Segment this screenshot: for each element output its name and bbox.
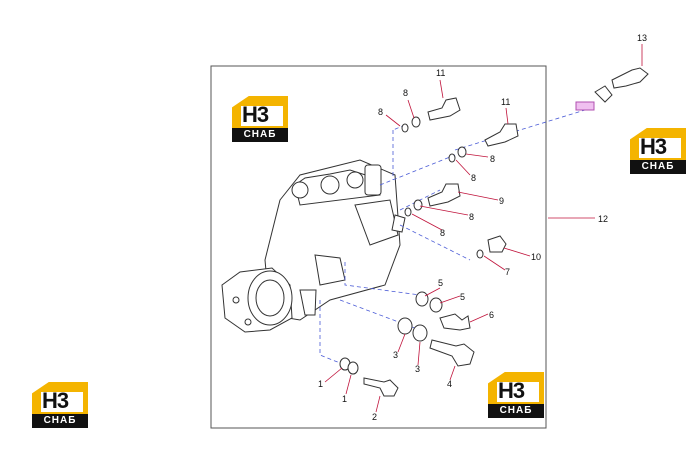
callout-2: 2 — [372, 412, 377, 422]
callout-11: 11 — [501, 97, 510, 107]
part-3-washer — [412, 324, 428, 342]
part-13-thread — [575, 101, 595, 111]
part-11-bolt-right — [484, 123, 519, 147]
watermark-logo: H3 CHAБ — [630, 116, 690, 174]
callout-4: 4 — [447, 379, 452, 389]
part-7-washer — [476, 249, 484, 259]
logo-inner — [241, 106, 283, 126]
callout-labels: 11 8 8 11 8 8 9 8 8 10 7 5 5 6 3 3 4 1 1… — [318, 33, 647, 422]
callout-5: 5 — [438, 278, 443, 288]
logo-inner — [497, 382, 539, 402]
callout-10: 10 — [531, 252, 541, 262]
leader-lines — [324, 44, 643, 413]
part-5-washer — [415, 291, 429, 307]
part-8-washer — [448, 153, 456, 163]
logo-mark: H3 — [242, 102, 269, 127]
logo-text: CHAБ — [630, 160, 686, 174]
callout-7: 7 — [505, 267, 510, 277]
callout-3: 3 — [415, 364, 420, 374]
watermark-logo: H3 CHAБ — [32, 370, 92, 428]
callout-8: 8 — [471, 173, 476, 183]
part-6-bolt — [439, 313, 471, 331]
callout-8: 8 — [403, 88, 408, 98]
part-3-washer — [397, 317, 413, 335]
callout-8: 8 — [440, 228, 445, 238]
callout-8: 8 — [490, 154, 495, 164]
watermark-logo: H3 CHAБ — [488, 360, 548, 418]
part-13-sensor — [611, 67, 649, 89]
part-8-washer — [401, 123, 409, 133]
logo-mark: H3 — [42, 388, 69, 413]
watermark-logo: H3 CHAБ — [232, 84, 292, 142]
hardware-parts — [339, 67, 649, 397]
callout-8: 8 — [469, 212, 474, 222]
logo-mark: H3 — [640, 134, 667, 159]
callout-8: 8 — [378, 107, 383, 117]
part-5-washer — [429, 297, 443, 313]
part-1-washer — [347, 361, 359, 375]
part-4-bolt — [429, 339, 475, 367]
callout-1: 1 — [318, 379, 323, 389]
callout-3: 3 — [393, 350, 398, 360]
logo-text: CHAБ — [488, 404, 544, 418]
fuel-pump-illustration — [221, 159, 406, 333]
logo-text: CHAБ — [32, 414, 88, 428]
callout-6: 6 — [489, 310, 494, 320]
part-8-washer — [457, 146, 467, 158]
part-9-bolt — [427, 183, 461, 207]
logo-inner — [639, 138, 681, 158]
part-2-bolt — [363, 377, 399, 397]
callout-9: 9 — [499, 196, 504, 206]
callout-11: 11 — [436, 68, 445, 78]
diagram-frame — [210, 65, 547, 429]
part-13-body — [594, 85, 613, 103]
logo-inner — [41, 392, 83, 412]
callout-5: 5 — [460, 292, 465, 302]
logo-text: CHAБ — [232, 128, 288, 142]
part-11-bolt-upper — [427, 97, 461, 121]
part-8-washer — [413, 199, 423, 211]
callout-12: 12 — [598, 214, 608, 224]
part-8-washer — [411, 116, 421, 128]
callout-13: 13 — [637, 33, 647, 43]
logo-mark: H3 — [498, 378, 525, 403]
part-8-washer — [404, 207, 412, 217]
part-10-fitting — [487, 235, 507, 253]
callout-1: 1 — [342, 394, 347, 404]
